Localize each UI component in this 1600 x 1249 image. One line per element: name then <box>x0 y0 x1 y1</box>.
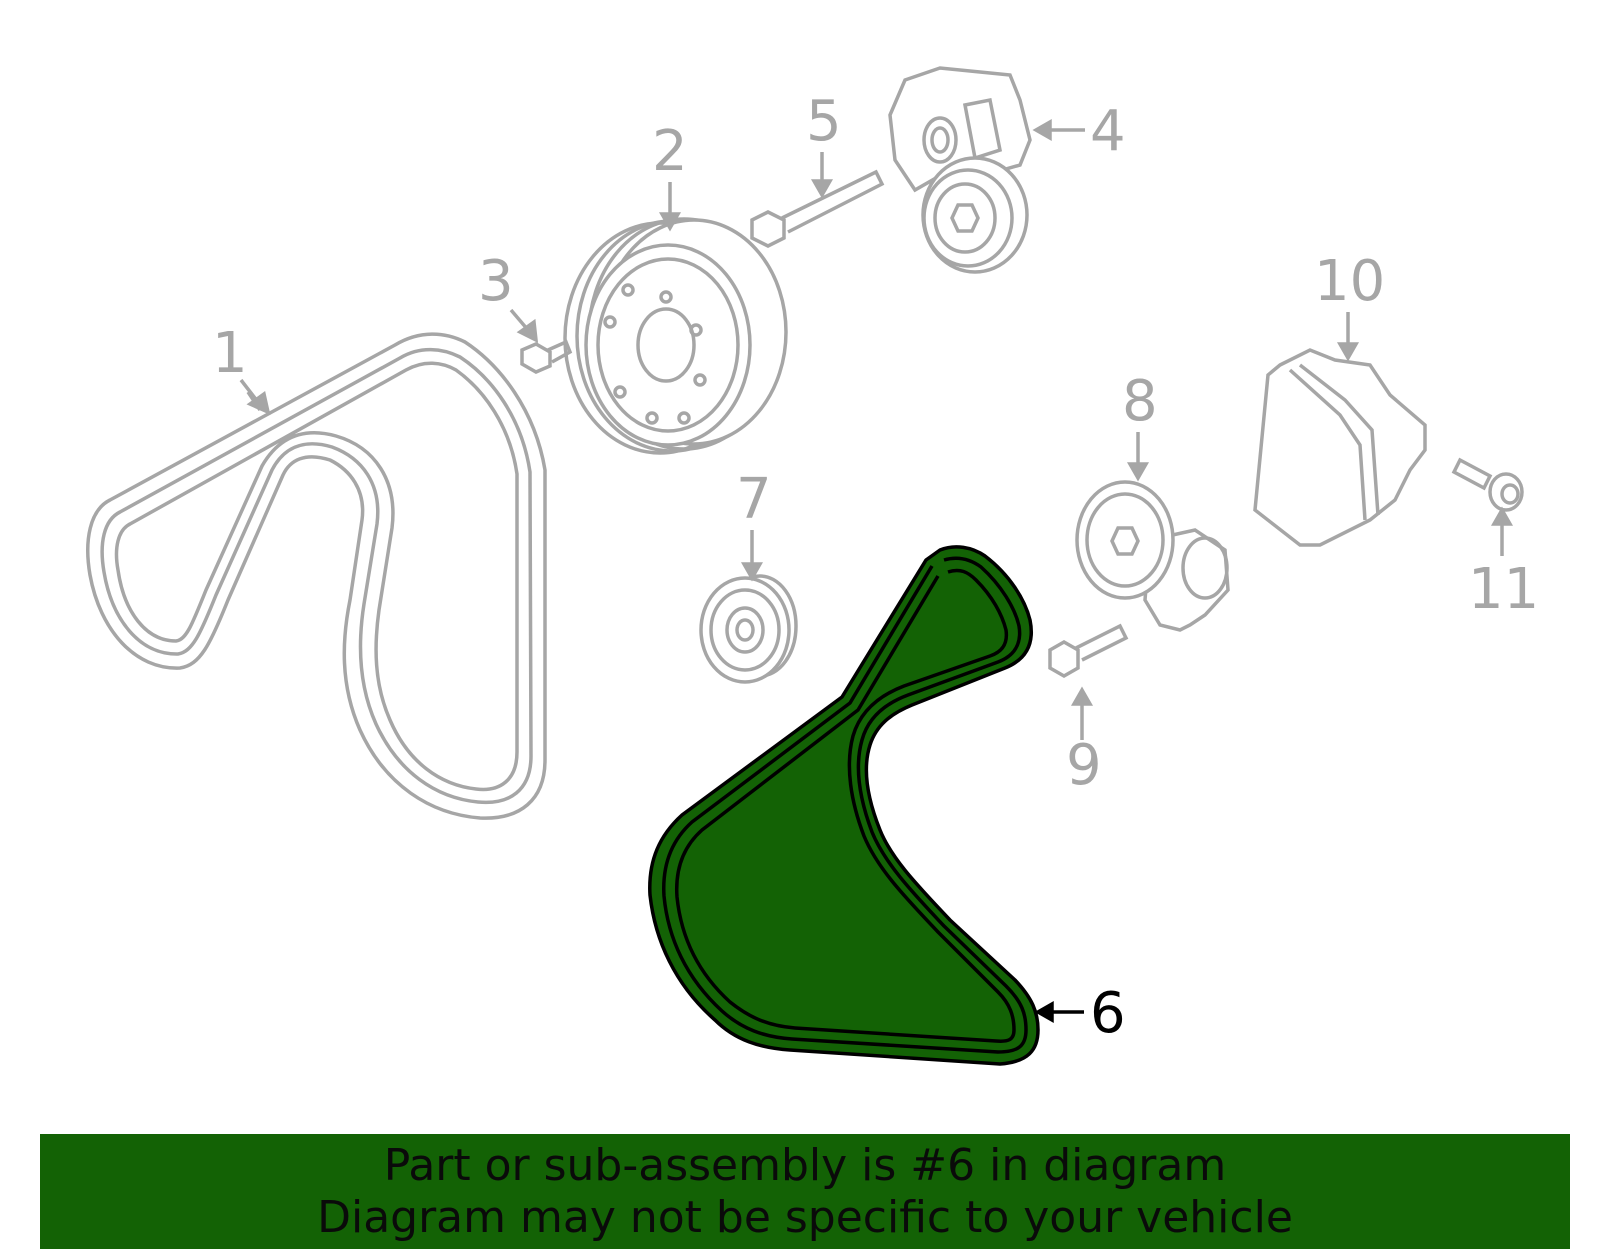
callout-10: 10 <box>1314 249 1385 314</box>
part-8-tensioner-pulley[interactable] <box>1075 480 1230 632</box>
part-11-bolt[interactable] <box>1451 457 1524 512</box>
callout-4: 4 <box>1090 99 1126 164</box>
callout-11: 11 <box>1468 557 1539 622</box>
callout-6: 6 <box>1090 981 1126 1046</box>
part-1-serpentine-belt[interactable] <box>86 332 547 820</box>
callout-8: 8 <box>1122 369 1158 434</box>
leader-lines <box>239 118 1514 740</box>
callout-5: 5 <box>806 89 842 154</box>
part-9-bolt[interactable] <box>1048 623 1129 679</box>
banner-line-2: Diagram may not be specific to your vehi… <box>317 1191 1293 1243</box>
leader-line-6 <box>1034 1000 1084 1024</box>
part-5-bolt[interactable] <box>750 169 885 248</box>
part-3-bolt[interactable] <box>520 339 573 374</box>
banner-line-1: Part or sub-assembly is #6 in diagram <box>383 1139 1227 1191</box>
callout-7: 7 <box>736 467 772 532</box>
part-6-belt-highlighted[interactable] <box>648 545 1040 1066</box>
part-7-idler-pulley[interactable] <box>699 574 798 684</box>
info-banner: Part or sub-assembly is #6 in diagram Di… <box>40 1134 1570 1249</box>
callout-1: 1 <box>212 321 248 386</box>
callout-3: 3 <box>478 249 514 314</box>
part-2-pulley[interactable] <box>563 217 788 455</box>
callout-2: 2 <box>652 119 688 184</box>
callout-9: 9 <box>1066 733 1102 798</box>
part-10-cover[interactable] <box>1253 348 1427 547</box>
part-4-tensioner[interactable] <box>888 66 1032 274</box>
